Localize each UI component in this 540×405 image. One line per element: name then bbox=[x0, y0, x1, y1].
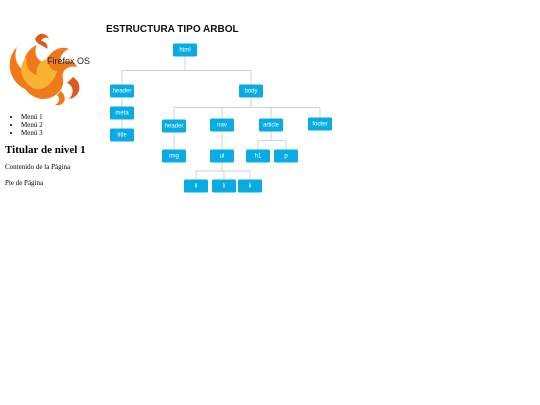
menu-item[interactable]: Menú 2 bbox=[21, 121, 43, 129]
tree-node-label: li bbox=[195, 184, 198, 190]
tree-node-label: article bbox=[263, 123, 280, 129]
tree-node-box bbox=[212, 179, 236, 193]
tree-node-footer: footer bbox=[308, 117, 332, 131]
tree-node-article: article bbox=[259, 118, 283, 132]
page-footer-text: Pie de Página bbox=[5, 179, 44, 187]
tree-node-box bbox=[210, 149, 234, 163]
tree-node-p: p bbox=[274, 149, 298, 163]
tree-node-box bbox=[110, 128, 134, 142]
tree-node-label: p bbox=[284, 154, 288, 160]
tree-node-header2: header bbox=[162, 119, 186, 133]
tree-node-box bbox=[246, 149, 270, 163]
tree-node-box bbox=[308, 117, 332, 131]
tree-node-body: body bbox=[239, 84, 263, 98]
tree-node-box bbox=[110, 106, 134, 120]
tree-node-li3: li bbox=[238, 179, 262, 193]
tree-node-label: nav bbox=[217, 123, 227, 129]
tree-node-box bbox=[238, 179, 262, 193]
firefox-os-logo bbox=[3, 29, 93, 109]
tree-node-box bbox=[110, 84, 134, 98]
tree-node-li1: li bbox=[184, 179, 208, 193]
tree-node-box bbox=[274, 149, 298, 163]
tree-node-header1: header bbox=[110, 84, 134, 98]
tree-node-box bbox=[239, 84, 263, 98]
tree-node-h1: h1 bbox=[246, 149, 270, 163]
tree-node-li2: li bbox=[212, 179, 236, 193]
tree-node-box bbox=[173, 43, 197, 57]
menu-item[interactable]: Menú 1 bbox=[21, 113, 43, 121]
tree-node-html: html bbox=[173, 43, 197, 57]
tree-node-label: ul bbox=[220, 154, 225, 160]
tree-node-box bbox=[162, 119, 186, 133]
tree-node-img: img bbox=[162, 149, 186, 163]
tree-node-ul: ul bbox=[210, 149, 234, 163]
tree-node-meta: meta bbox=[110, 106, 134, 120]
menu-list: Menú 1 Menú 2 Menú 3 bbox=[8, 113, 43, 137]
logo-text: Firefox OS bbox=[47, 56, 91, 66]
page-content-text: Contenido de la Página bbox=[5, 163, 71, 171]
menu-item[interactable]: Menú 3 bbox=[21, 129, 43, 137]
tree-node-label: html bbox=[179, 48, 190, 54]
tree-node-label: h1 bbox=[255, 154, 262, 160]
tree-node-label: header bbox=[165, 124, 184, 130]
tree-node-label: title bbox=[117, 133, 127, 139]
tree-node-label: footer bbox=[312, 122, 327, 128]
tree-node-box bbox=[259, 118, 283, 132]
tree-node-box bbox=[162, 149, 186, 163]
tree-node-box bbox=[184, 179, 208, 193]
tree-node-box bbox=[210, 118, 234, 132]
tree-node-label: meta bbox=[115, 111, 129, 117]
tree-node-label: header bbox=[113, 89, 132, 95]
tree-node-title: title bbox=[110, 128, 134, 142]
tree-node-label: li bbox=[249, 184, 252, 190]
tree-node-label: img bbox=[169, 154, 179, 160]
page-heading: Titular de nivel 1 bbox=[5, 144, 86, 156]
diagram-title: ESTRUCTURA TIPO ARBOL bbox=[106, 24, 239, 35]
tree-node-nav: nav bbox=[210, 118, 234, 132]
tree-node-label: li bbox=[223, 184, 226, 190]
tree-node-label: body bbox=[244, 89, 257, 95]
